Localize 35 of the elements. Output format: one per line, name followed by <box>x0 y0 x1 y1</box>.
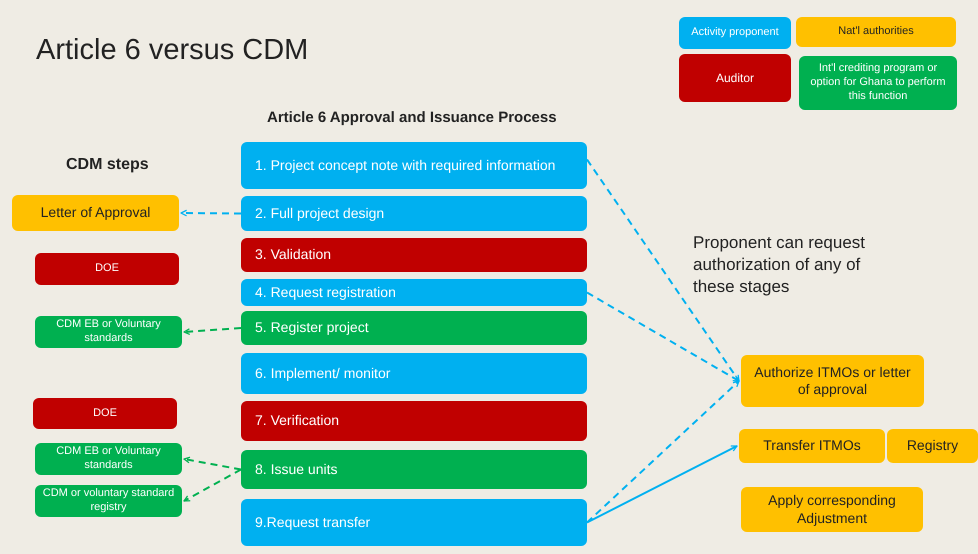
role-box: Transfer ITMOs <box>739 429 885 463</box>
arrow <box>586 158 740 382</box>
role-box: Letter of Approval <box>12 195 179 231</box>
process-step-box: 2. Full project design <box>241 196 587 231</box>
process-step-box: 6. Implement/ monitor <box>241 353 587 394</box>
arrow <box>183 456 242 470</box>
arrow <box>183 327 242 336</box>
process-step-box: 3. Validation <box>241 238 587 272</box>
role-box: Authorize ITMOs or letter of approval <box>741 355 924 407</box>
section-heading: CDM steps <box>66 155 149 175</box>
role-box: DOE <box>35 253 179 285</box>
section-heading: Article 6 Approval and Issuance Process <box>267 108 557 128</box>
legend-swatch: Activity proponent <box>679 17 791 49</box>
role-box: Registry <box>887 429 978 463</box>
title: Article 6 versus CDM <box>36 34 308 67</box>
role-box: CDM or voluntary standard registry <box>35 485 182 517</box>
process-step-box: 7. Verification <box>241 401 587 441</box>
process-step-box: 1. Project concept note with required information <box>241 142 587 189</box>
role-box: CDM EB or Voluntary standards <box>35 443 182 475</box>
process-step-box: 9.Request transfer <box>241 499 587 546</box>
role-box: DOE <box>33 398 177 429</box>
role-box: CDM EB or Voluntary standards <box>35 316 182 348</box>
note-text: Proponent can request authorization of any of these stages <box>693 232 866 298</box>
process-step-box: 4. Request registration <box>241 279 587 306</box>
arrow <box>586 445 738 524</box>
legend-swatch: Nat'l authorities <box>796 17 956 47</box>
process-step-box: 5. Register project <box>241 311 587 345</box>
process-step-box: 8. Issue units <box>241 450 587 489</box>
role-box: Apply corresponding Adjustment <box>741 487 923 532</box>
arrow <box>180 210 241 216</box>
arrow <box>183 468 242 502</box>
arrow <box>586 380 740 524</box>
legend-swatch: Auditor <box>679 54 791 102</box>
legend-swatch: Int'l crediting program or option for Ghana to perform this function <box>799 56 957 110</box>
arrow <box>586 292 740 382</box>
